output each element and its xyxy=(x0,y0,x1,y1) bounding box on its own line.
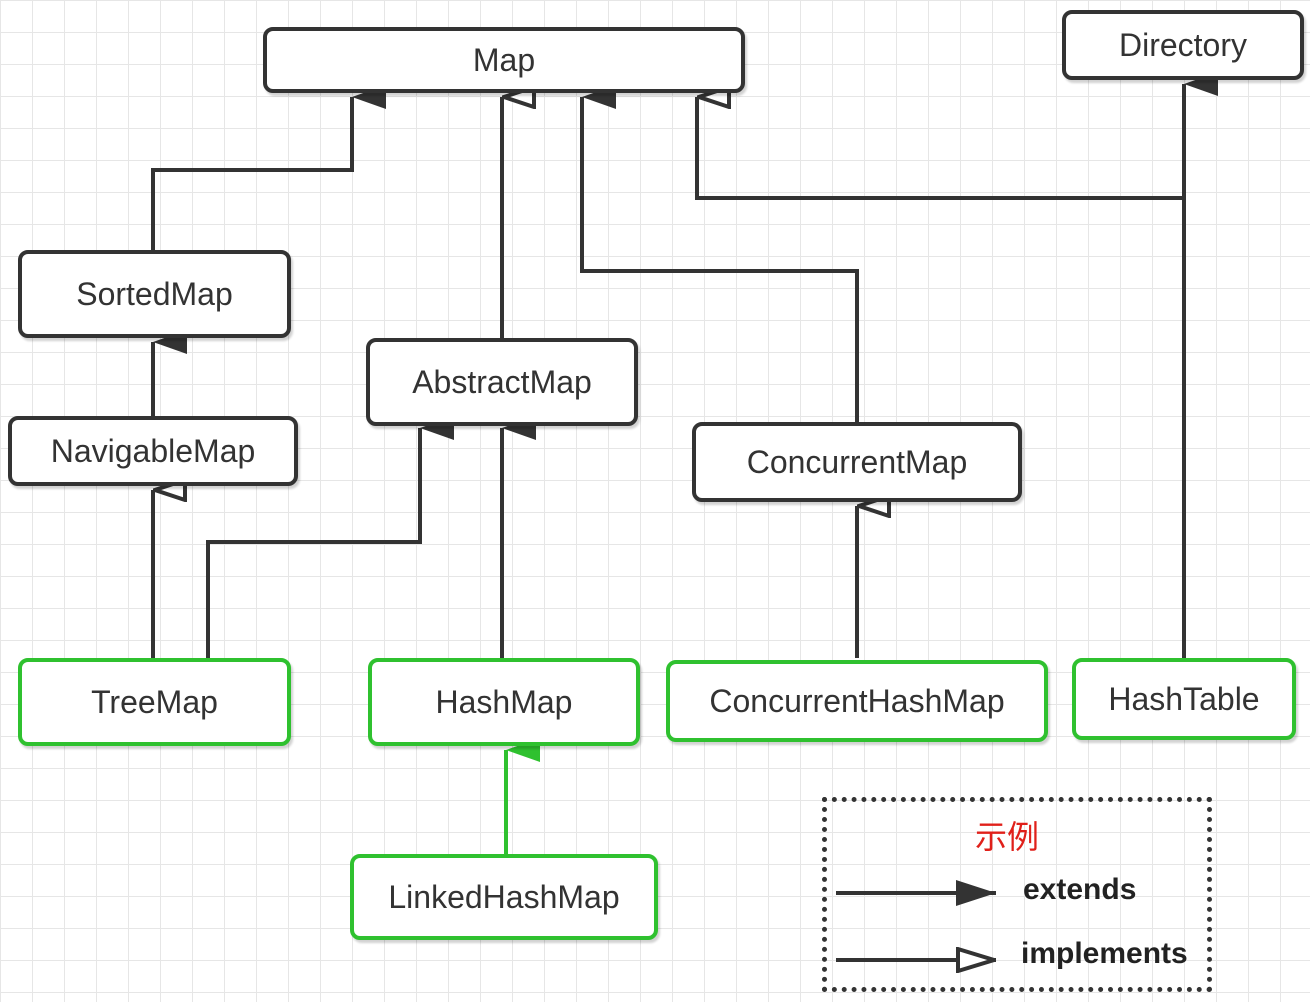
node-hashtable: HashTable xyxy=(1072,658,1296,740)
legend-box xyxy=(822,797,1212,992)
node-concurrenthashmap: ConcurrentHashMap xyxy=(666,660,1048,742)
node-sortedmap: SortedMap xyxy=(18,250,291,338)
node-navigablemap: NavigableMap xyxy=(8,416,298,486)
node-directory: Directory xyxy=(1062,10,1304,80)
edge-concurrentmap-map xyxy=(580,85,859,422)
edge-treemap-abstractmap xyxy=(206,416,454,658)
node-concurrentmap: ConcurrentMap xyxy=(692,422,1022,502)
legend-implements-label: implements xyxy=(1021,937,1188,970)
node-abstractmap: AbstractMap xyxy=(366,338,638,426)
edge-hashtable-map xyxy=(695,97,1184,200)
node-hashmap: HashMap xyxy=(368,658,640,746)
node-map: Map xyxy=(263,27,745,93)
legend-extends-label: extends xyxy=(1023,873,1137,906)
node-treemap: TreeMap xyxy=(18,658,291,746)
node-linkedhashmap: LinkedHashMap xyxy=(350,854,658,940)
edge-sortedmap-map xyxy=(151,85,386,250)
legend-title: 示例 xyxy=(975,819,1040,855)
